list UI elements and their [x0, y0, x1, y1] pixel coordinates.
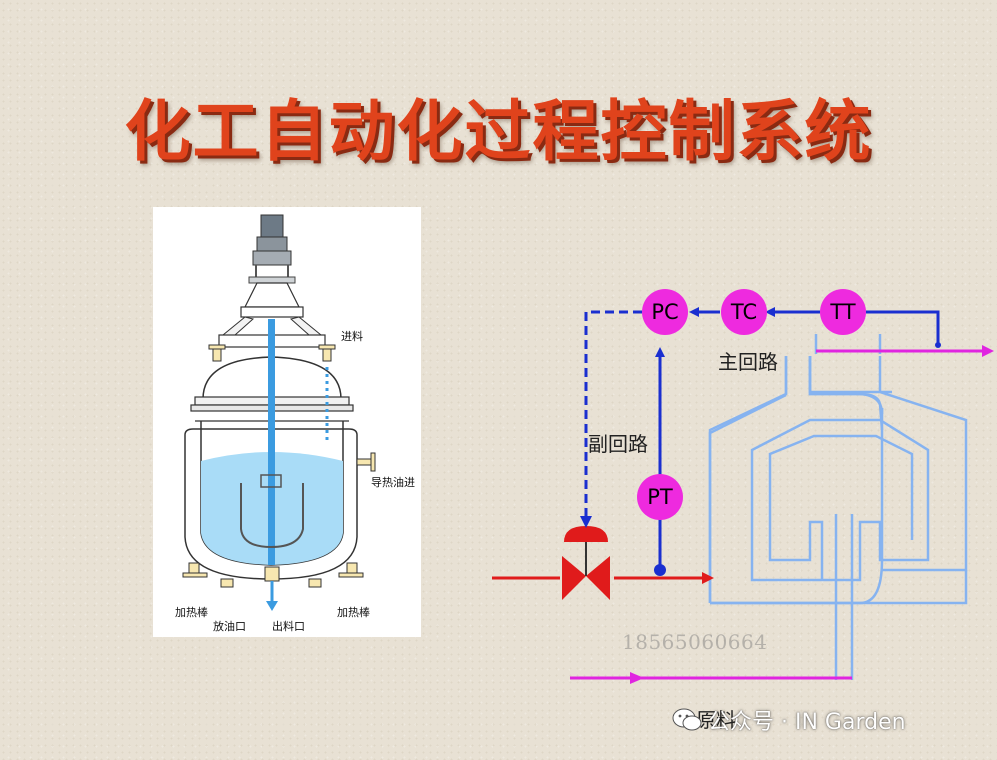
- control-diagram: PC TC TT PT 主回路 副回路 原料: [480, 270, 997, 732]
- control-valve: [562, 526, 610, 600]
- account-watermark: 公众号 · IN Garden: [672, 704, 906, 736]
- account-name: 公众号 · IN Garden: [708, 710, 906, 735]
- label-feed-in: 进料: [341, 330, 363, 343]
- node-pc: PC: [642, 289, 688, 335]
- label-heater-right: 加热棒: [337, 606, 370, 619]
- vessel-outline: [708, 334, 968, 680]
- node-tt: TT: [820, 289, 866, 335]
- pc-output-dashed: [584, 310, 642, 520]
- reactor-drawing: [182, 214, 376, 611]
- node-tc: TC: [721, 289, 767, 335]
- node-pt: PT: [637, 474, 683, 520]
- label-raw-material: 原料: [696, 708, 736, 732]
- control-lines: [492, 307, 994, 684]
- wechat-icon: [672, 708, 702, 731]
- label-heater-left: 加热棒: [175, 606, 208, 619]
- motor: [260, 214, 284, 240]
- label-material-out: 出料口: [272, 620, 305, 633]
- phone-watermark: 18565060664: [622, 630, 768, 654]
- pressure-tap: [654, 564, 666, 576]
- label-sub-loop: 副回路: [588, 432, 648, 456]
- agitator-shaft: [268, 319, 275, 565]
- label-oil-in: 导热油进: [371, 476, 415, 489]
- label-main-loop: 主回路: [718, 350, 778, 374]
- label-oil-drain: 放油口: [213, 620, 246, 633]
- page-title: 化工自动化过程控制系统: [124, 93, 873, 170]
- reactor-illustration: 进料 导热油进 加热棒 放油口 出料口 加热棒: [153, 207, 421, 637]
